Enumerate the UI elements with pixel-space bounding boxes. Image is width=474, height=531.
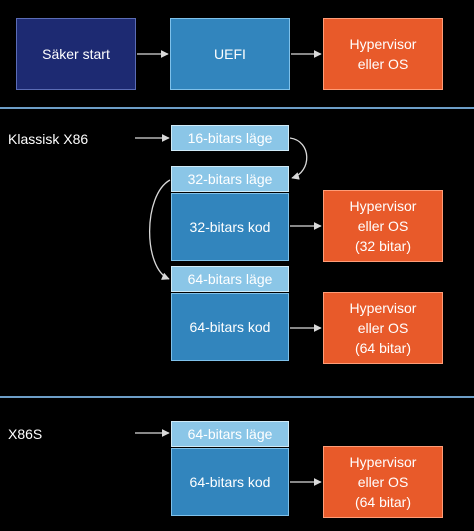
classic-64bit-hypervisor-line3: (64 bitar) — [354, 340, 412, 356]
classic-32bit-mode-box: 32-bitars läge — [171, 166, 289, 192]
classic-64bit-mode-label: 64-bitars läge — [187, 271, 273, 287]
classic-64bit-code-label: 64-bitars kod — [189, 319, 271, 335]
secure-boot-label: Säker start — [42, 46, 110, 62]
arrow-32bit-to-64bit — [148, 179, 171, 280]
divider-top — [0, 107, 474, 109]
classic-32bit-hypervisor-line3: (32 bitar) — [354, 238, 412, 254]
classic-32bit-code-box: 32-bitars kod — [171, 193, 289, 261]
classic-x86-label: Klassisk X86 — [8, 131, 89, 147]
classic-64bit-mode-box: 64-bitars läge — [171, 266, 289, 292]
secure-boot-box: Säker start — [16, 18, 136, 90]
classic-32bit-hypervisor-line2: eller OS — [357, 218, 409, 234]
divider-bottom — [0, 396, 474, 398]
x86s-64bit-code-label: 64-bitars kod — [189, 474, 271, 490]
top-hypervisor-line1: Hypervisor — [349, 36, 417, 52]
top-hypervisor-box: Hypervisor eller OS — [323, 18, 443, 90]
classic-64bit-code-box: 64-bitars kod — [171, 293, 289, 361]
x86s-label: X86S — [8, 426, 43, 442]
classic-32bit-hypervisor-line1: Hypervisor — [349, 198, 417, 214]
classic-32bit-mode-label: 32-bitars läge — [187, 171, 273, 187]
classic-64bit-hypervisor-line1: Hypervisor — [349, 300, 417, 316]
x86s-64bit-mode-label: 64-bitars läge — [187, 426, 273, 442]
classic-64bit-hypervisor-box: Hypervisor eller OS (64 bitar) — [323, 292, 443, 364]
x86s-hypervisor-line3: (64 bitar) — [354, 494, 412, 510]
uefi-box: UEFI — [170, 18, 290, 90]
classic-32bit-hypervisor-box: Hypervisor eller OS (32 bitar) — [323, 190, 443, 262]
uefi-label: UEFI — [214, 46, 246, 62]
arrow-16bit-to-32bit — [289, 137, 308, 180]
classic-32bit-code-label: 32-bitars kod — [189, 219, 271, 235]
top-hypervisor-line2: eller OS — [357, 56, 409, 72]
classic-16bit-mode-box: 16-bitars läge — [171, 125, 289, 151]
x86s-hypervisor-line1: Hypervisor — [349, 454, 417, 470]
x86s-hypervisor-box: Hypervisor eller OS (64 bitar) — [323, 446, 443, 518]
x86s-64bit-mode-box: 64-bitars läge — [171, 421, 289, 447]
classic-64bit-hypervisor-line2: eller OS — [357, 320, 409, 336]
x86s-64bit-code-box: 64-bitars kod — [171, 448, 289, 516]
classic-16bit-mode-label: 16-bitars läge — [187, 130, 273, 146]
x86s-hypervisor-line2: eller OS — [357, 474, 409, 490]
